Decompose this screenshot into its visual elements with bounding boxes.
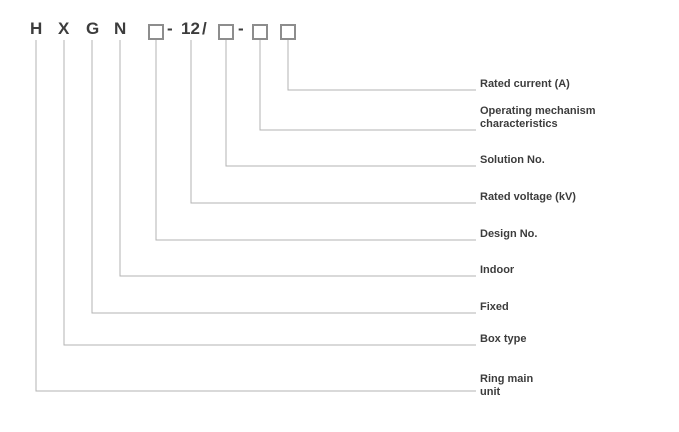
code-letter-x: X	[58, 19, 70, 38]
label-solution-no: Solution No.	[480, 154, 545, 166]
label-design-no: Design No.	[480, 228, 538, 240]
connector-solution-no	[225, 40, 476, 167]
placeholder-box-operating-mechanism	[252, 24, 268, 40]
code-letter-n: N	[114, 19, 127, 38]
label-rated-current: Rated current (A)	[480, 78, 570, 90]
connector-operating-mechanism	[259, 40, 476, 131]
label-operating-mechanism: Operating mechanism characteristics	[480, 105, 596, 130]
label-rated-voltage: Rated voltage (kV)	[480, 191, 576, 203]
label-box-type: Box type	[480, 333, 527, 345]
code-letter-g: G	[86, 19, 100, 38]
code-letter-h: H	[30, 19, 43, 38]
connector-rated-current	[287, 40, 476, 91]
code-rated-voltage-value: 12	[181, 19, 200, 38]
code-dash-2: -	[238, 19, 244, 38]
connector-box-type	[63, 40, 476, 346]
connector-fixed	[91, 40, 476, 314]
connector-design-no	[155, 40, 476, 241]
placeholder-box-rated-current	[280, 24, 296, 40]
label-indoor: Indoor	[480, 264, 515, 276]
placeholder-box-solution-no	[218, 24, 234, 40]
code-dash-1: -	[167, 19, 173, 38]
connector-ring-main-unit	[35, 40, 476, 392]
code-slash: /	[202, 19, 207, 38]
label-fixed: Fixed	[480, 301, 509, 313]
connector-rated-voltage	[190, 40, 476, 204]
label-ring-main-unit: Ring main unit	[480, 373, 534, 398]
connector-indoor	[119, 40, 476, 277]
placeholder-box-design-no	[148, 24, 164, 40]
